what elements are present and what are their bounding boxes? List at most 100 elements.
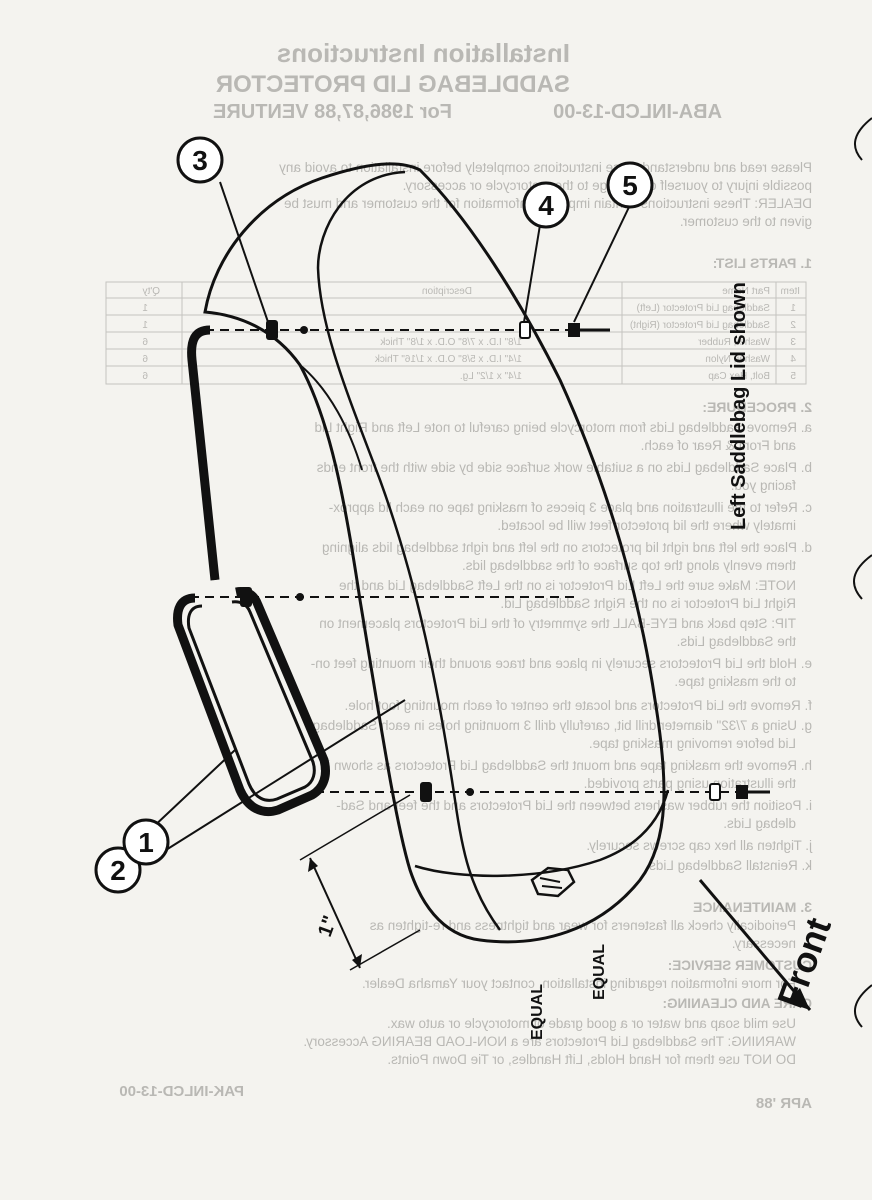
svg-text:a. Remove Saddlebag Lids from: a. Remove Saddlebag Lids from motorcycle… bbox=[314, 420, 812, 435]
callout-4-number: 4 bbox=[538, 190, 554, 221]
diagram-caption: Left Saddlebag Lid shown bbox=[728, 282, 750, 530]
svg-text:6: 6 bbox=[142, 354, 148, 365]
svg-text:3: 3 bbox=[790, 337, 796, 348]
callout-5-number: 5 bbox=[622, 170, 638, 201]
svg-text:1: 1 bbox=[142, 320, 148, 331]
ghost-footer-date: APR '88 bbox=[756, 1095, 812, 1112]
ghost-subtitle: SADDLEBAG LID PROTECTOR bbox=[216, 71, 570, 98]
callout-2-number: 2 bbox=[110, 855, 126, 886]
callout-1-leader bbox=[149, 749, 236, 831]
svg-text:and Front & Rear of each.: and Front & Rear of each. bbox=[641, 438, 796, 453]
svg-text:6: 6 bbox=[142, 371, 148, 382]
punch-hole-mark bbox=[853, 554, 872, 600]
equal-label-1: EQUAL bbox=[529, 984, 546, 1040]
ghost-col-qty: Q'ty bbox=[143, 286, 160, 297]
lid-outline bbox=[203, 162, 666, 944]
hex-cap-bolt bbox=[568, 323, 610, 337]
ghost-care-2: DO NOT use them for Hand Holds, Lift Han… bbox=[387, 1052, 796, 1067]
ghost-customer-service: For more information regarding installat… bbox=[362, 976, 796, 991]
callout-5: 5 bbox=[606, 161, 654, 209]
svg-text:the illustration using parts p: the illustration using parts provided. bbox=[584, 776, 796, 791]
nylon-washer bbox=[519, 321, 531, 339]
hex-cap-bolt bbox=[736, 785, 770, 799]
saddlebag-lid-drawing bbox=[149, 162, 812, 1011]
mounting-hole bbox=[300, 326, 308, 334]
svg-text:b. Place Saddlebag Lids on a s: b. Place Saddlebag Lids on a suitable wo… bbox=[316, 460, 812, 475]
front-arrow bbox=[698, 879, 812, 1011]
svg-text:1: 1 bbox=[790, 303, 796, 314]
equal-label-2: EQUAL bbox=[591, 944, 608, 1000]
callout-3: 3 bbox=[176, 136, 224, 184]
dimension-1in bbox=[309, 857, 361, 969]
rubber-washer bbox=[420, 782, 432, 802]
svg-text:Saddlebag Lid Protector (Left): Saddlebag Lid Protector (Left) bbox=[637, 303, 770, 314]
svg-text:NOTE: Make sure the Left Lid P: NOTE: Make sure the Left Lid Protector i… bbox=[339, 578, 796, 593]
callout-3-number: 3 bbox=[192, 145, 208, 176]
svg-text:Washer, Nylon: Washer, Nylon bbox=[705, 354, 770, 365]
callout-4-leader bbox=[523, 224, 541, 323]
svg-text:i. Position the rubber washers: i. Position the rubber washers between t… bbox=[336, 798, 812, 813]
ghost-parts-rows: 1 Saddlebag Lid Protector (Left) 1 2 Sad… bbox=[142, 303, 796, 382]
mounting-hole bbox=[296, 593, 304, 601]
ghost-procedure-heading: 2. PROCEDURE: bbox=[702, 399, 812, 415]
ghost-care-0: Use mild soap and water or a good grade … bbox=[387, 1016, 796, 1031]
svg-text:1: 1 bbox=[142, 303, 148, 314]
ghost-col-part-name: Part Name bbox=[722, 286, 770, 297]
ghost-col-item: Item bbox=[781, 286, 800, 297]
callout-1: 1 bbox=[122, 818, 170, 866]
svg-text:them evenly along the top surf: them evenly along the top surface of the… bbox=[462, 558, 796, 573]
svg-text:1/8" I.D. x 7/8" O.D. x 1/8" T: 1/8" I.D. x 7/8" O.D. x 1/8" Thick bbox=[379, 337, 522, 348]
ghost-title: Installation Instructions bbox=[277, 38, 570, 68]
mounting-hole bbox=[466, 788, 474, 796]
svg-text:4: 4 bbox=[790, 354, 796, 365]
svg-text:imately where the lid protecto: imately where the lid protector feet wil… bbox=[497, 518, 796, 533]
callout-4: 4 bbox=[522, 181, 570, 229]
rubber-washer bbox=[240, 587, 252, 607]
svg-text:f. Remove the Lid Protectors a: f. Remove the Lid Protectors and locate … bbox=[344, 698, 812, 713]
callout-3-leader bbox=[219, 181, 269, 323]
punch-hole-mark bbox=[853, 984, 872, 1028]
callout-2: 2 bbox=[94, 846, 142, 894]
ghost-parts-table bbox=[105, 281, 807, 385]
svg-text:k. Reinstall Saddlebag Lids.: k. Reinstall Saddlebag Lids. bbox=[645, 858, 812, 873]
svg-text:1/4" I.D. x 5/8" O.D. x 1/16": 1/4" I.D. x 5/8" O.D. x 1/16" Thick bbox=[374, 354, 522, 365]
svg-text:to the masking tape.: to the masking tape. bbox=[674, 674, 796, 689]
svg-text:Saddlebag Lid Protector (Right: Saddlebag Lid Protector (Right) bbox=[630, 320, 770, 331]
svg-text:TIP: Step back and EYE-BALL th: TIP: Step back and EYE-BALL the symmetry… bbox=[319, 616, 796, 631]
svg-text:1/4" x 1/2" Lg.: 1/4" x 1/2" Lg. bbox=[460, 371, 522, 382]
svg-text:facing you.: facing you. bbox=[731, 478, 796, 493]
front-arrow-head bbox=[786, 988, 810, 1010]
lid-protector-loop bbox=[173, 587, 330, 817]
svg-text:j. Tighten all hex cap screws: j. Tighten all hex cap screws securely. bbox=[586, 838, 813, 853]
ghost-col-description: Description bbox=[422, 286, 472, 297]
svg-text:Right Lid Protector is on the: Right Lid Protector is on the Right Sadd… bbox=[500, 596, 796, 611]
ghost-care-1: WARNING: The Saddlebag Lid Protectors ar… bbox=[303, 1034, 796, 1049]
svg-text:dlebag Lids.: dlebag Lids. bbox=[723, 816, 796, 831]
svg-text:5: 5 bbox=[790, 371, 796, 382]
ghost-intro-3: given to the customer. bbox=[680, 214, 812, 229]
svg-text:6: 6 bbox=[142, 337, 148, 348]
ghost-footer-code: PAK-INLCD-13-00 bbox=[119, 1083, 244, 1100]
ghost-maintenance-heading: 3. MAINTENANCE bbox=[693, 899, 812, 915]
svg-text:g. Using a 7/32" diameter dril: g. Using a 7/32" diameter drill bit, car… bbox=[313, 718, 812, 733]
svg-text:e. Hold the Lid Protectors sec: e. Hold the Lid Protectors securely in p… bbox=[311, 656, 812, 671]
ghost-maintenance-1: necessary. bbox=[732, 936, 796, 951]
svg-text:the Saddlebag Lids.: the Saddlebag Lids. bbox=[677, 634, 796, 649]
lid-inner-edge bbox=[316, 170, 502, 931]
svg-text:Washer, Rubber: Washer, Rubber bbox=[697, 337, 770, 348]
lid-lip bbox=[414, 789, 670, 878]
ghost-intro-0: Please read and understand these instruc… bbox=[279, 160, 812, 175]
svg-text:Bolt, Hex Cap: Bolt, Hex Cap bbox=[708, 371, 770, 382]
callout-2-leader bbox=[149, 699, 406, 861]
rubber-washer bbox=[266, 320, 278, 340]
svg-text:d. Place the left and right li: d. Place the left and right lid protecto… bbox=[322, 540, 812, 555]
nylon-washer bbox=[709, 783, 721, 801]
punch-hole-mark bbox=[853, 117, 872, 161]
svg-text:Lid before removing masking ta: Lid before removing masking tape. bbox=[589, 736, 796, 751]
svg-text:h. Remove the masking tape and: h. Remove the masking tape and mount the… bbox=[320, 758, 812, 773]
callout-5-leader bbox=[573, 204, 631, 323]
ghost-parts-heading: 1. PARTS LIST: bbox=[713, 255, 812, 271]
svg-text:c. Refer to the illustration a: c. Refer to the illustration and place 3… bbox=[329, 500, 812, 515]
